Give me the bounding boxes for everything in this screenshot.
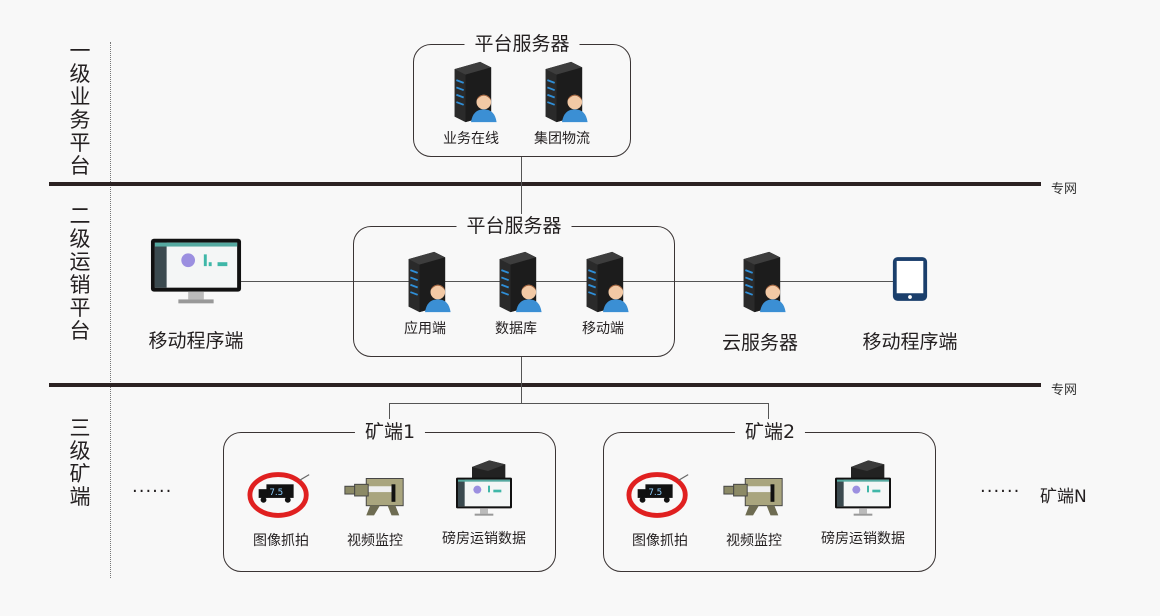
server-user-icon — [488, 250, 544, 314]
mine1-video-monitoring[interactable]: 视频监控 — [337, 470, 413, 550]
node-label: 视频监控 — [347, 533, 403, 549]
tier2-platform-server-box: 平台服务器 — [353, 214, 675, 357]
connector-mine-branch — [389, 403, 769, 404]
tier1-node-group-logistics[interactable]: 集团物流 — [527, 60, 597, 148]
server-user-icon — [443, 60, 499, 124]
tier-label-mine: 三级矿端 — [69, 416, 91, 509]
right-ellipsis: ······ — [980, 481, 1021, 502]
node-label: 磅房运销数据 — [442, 531, 526, 547]
mine-title: 矿端1 — [354, 420, 426, 444]
mine-box-2: 矿端2 — [603, 420, 936, 572]
network-bus-1 — [49, 182, 1041, 186]
mine2-weighbridge-data[interactable]: 磅房运销数据 — [811, 458, 915, 548]
mine2-video-monitoring[interactable]: 视频监控 — [716, 470, 792, 550]
tier2-left-client[interactable]: 移动程序端 — [140, 236, 252, 353]
left-client-label: 移动程序端 — [148, 330, 244, 352]
video-camera-icon — [341, 470, 409, 520]
network-bus-2 — [49, 383, 1041, 387]
mine1-image-capture[interactable]: 图像抓拍 — [243, 470, 319, 550]
node-label: 应用端 — [404, 321, 446, 337]
network-label-1: 专网 — [1051, 182, 1078, 197]
mine-title: 矿端2 — [734, 420, 806, 444]
tier1-node-business-online[interactable]: 业务在线 — [436, 60, 506, 148]
network-label-2: 专网 — [1051, 383, 1078, 398]
connector-mine2 — [768, 403, 769, 419]
node-label: 图像抓拍 — [632, 533, 688, 549]
tablet-icon — [891, 255, 929, 303]
tier2-node-database[interactable]: 数据库 — [481, 250, 551, 338]
tier-divider — [110, 42, 111, 578]
node-label: 图像抓拍 — [253, 533, 309, 549]
cloud-server-label: 云服务器 — [721, 332, 798, 354]
connector-mine1 — [389, 403, 390, 419]
tier2-right-client[interactable]: 移动程序端 — [855, 255, 965, 354]
mine2-image-capture[interactable]: 图像抓拍 — [622, 470, 698, 550]
server-user-icon — [732, 250, 788, 314]
connector-horizontal-tier2 — [240, 281, 894, 282]
node-label: 业务在线 — [443, 131, 499, 147]
tier2-node-mobile[interactable]: 移动端 — [568, 250, 638, 338]
left-ellipsis: ······ — [132, 481, 173, 502]
connector-tier2-down — [521, 356, 522, 403]
video-camera-icon — [720, 470, 788, 520]
node-label: 磅房运销数据 — [821, 531, 905, 547]
right-client-label: 移动程序端 — [862, 331, 958, 353]
server-monitor-icon — [452, 458, 516, 520]
mine1-weighbridge-data[interactable]: 磅房运销数据 — [432, 458, 536, 548]
server-monitor-icon — [831, 458, 895, 520]
node-label: 数据库 — [495, 321, 537, 337]
server-user-icon — [575, 250, 631, 314]
node-label: 集团物流 — [534, 131, 590, 147]
tier2-box-title: 平台服务器 — [456, 214, 572, 238]
server-user-icon — [534, 60, 590, 124]
tier2-node-app[interactable]: 应用端 — [390, 250, 460, 338]
tier2-cloud-server[interactable]: 云服务器 — [715, 250, 805, 355]
node-label: 移动端 — [582, 321, 624, 337]
mine-n-label: 矿端N — [1040, 487, 1087, 507]
tier1-platform-server-box: 平台服务器 — [413, 32, 631, 157]
truck-capture-icon — [626, 470, 694, 520]
truck-capture-icon — [247, 470, 315, 520]
tier1-box-title: 平台服务器 — [464, 32, 580, 56]
monitor-icon — [149, 236, 243, 308]
server-user-icon — [397, 250, 453, 314]
mine-box-1: 矿端1 — [223, 420, 556, 572]
node-label: 视频监控 — [726, 533, 782, 549]
connector-tier1-tier2 — [521, 156, 522, 226]
tier-label-business: 一级业务平台 — [69, 39, 91, 178]
tier-label-sales: 二级运销平台 — [69, 204, 91, 343]
